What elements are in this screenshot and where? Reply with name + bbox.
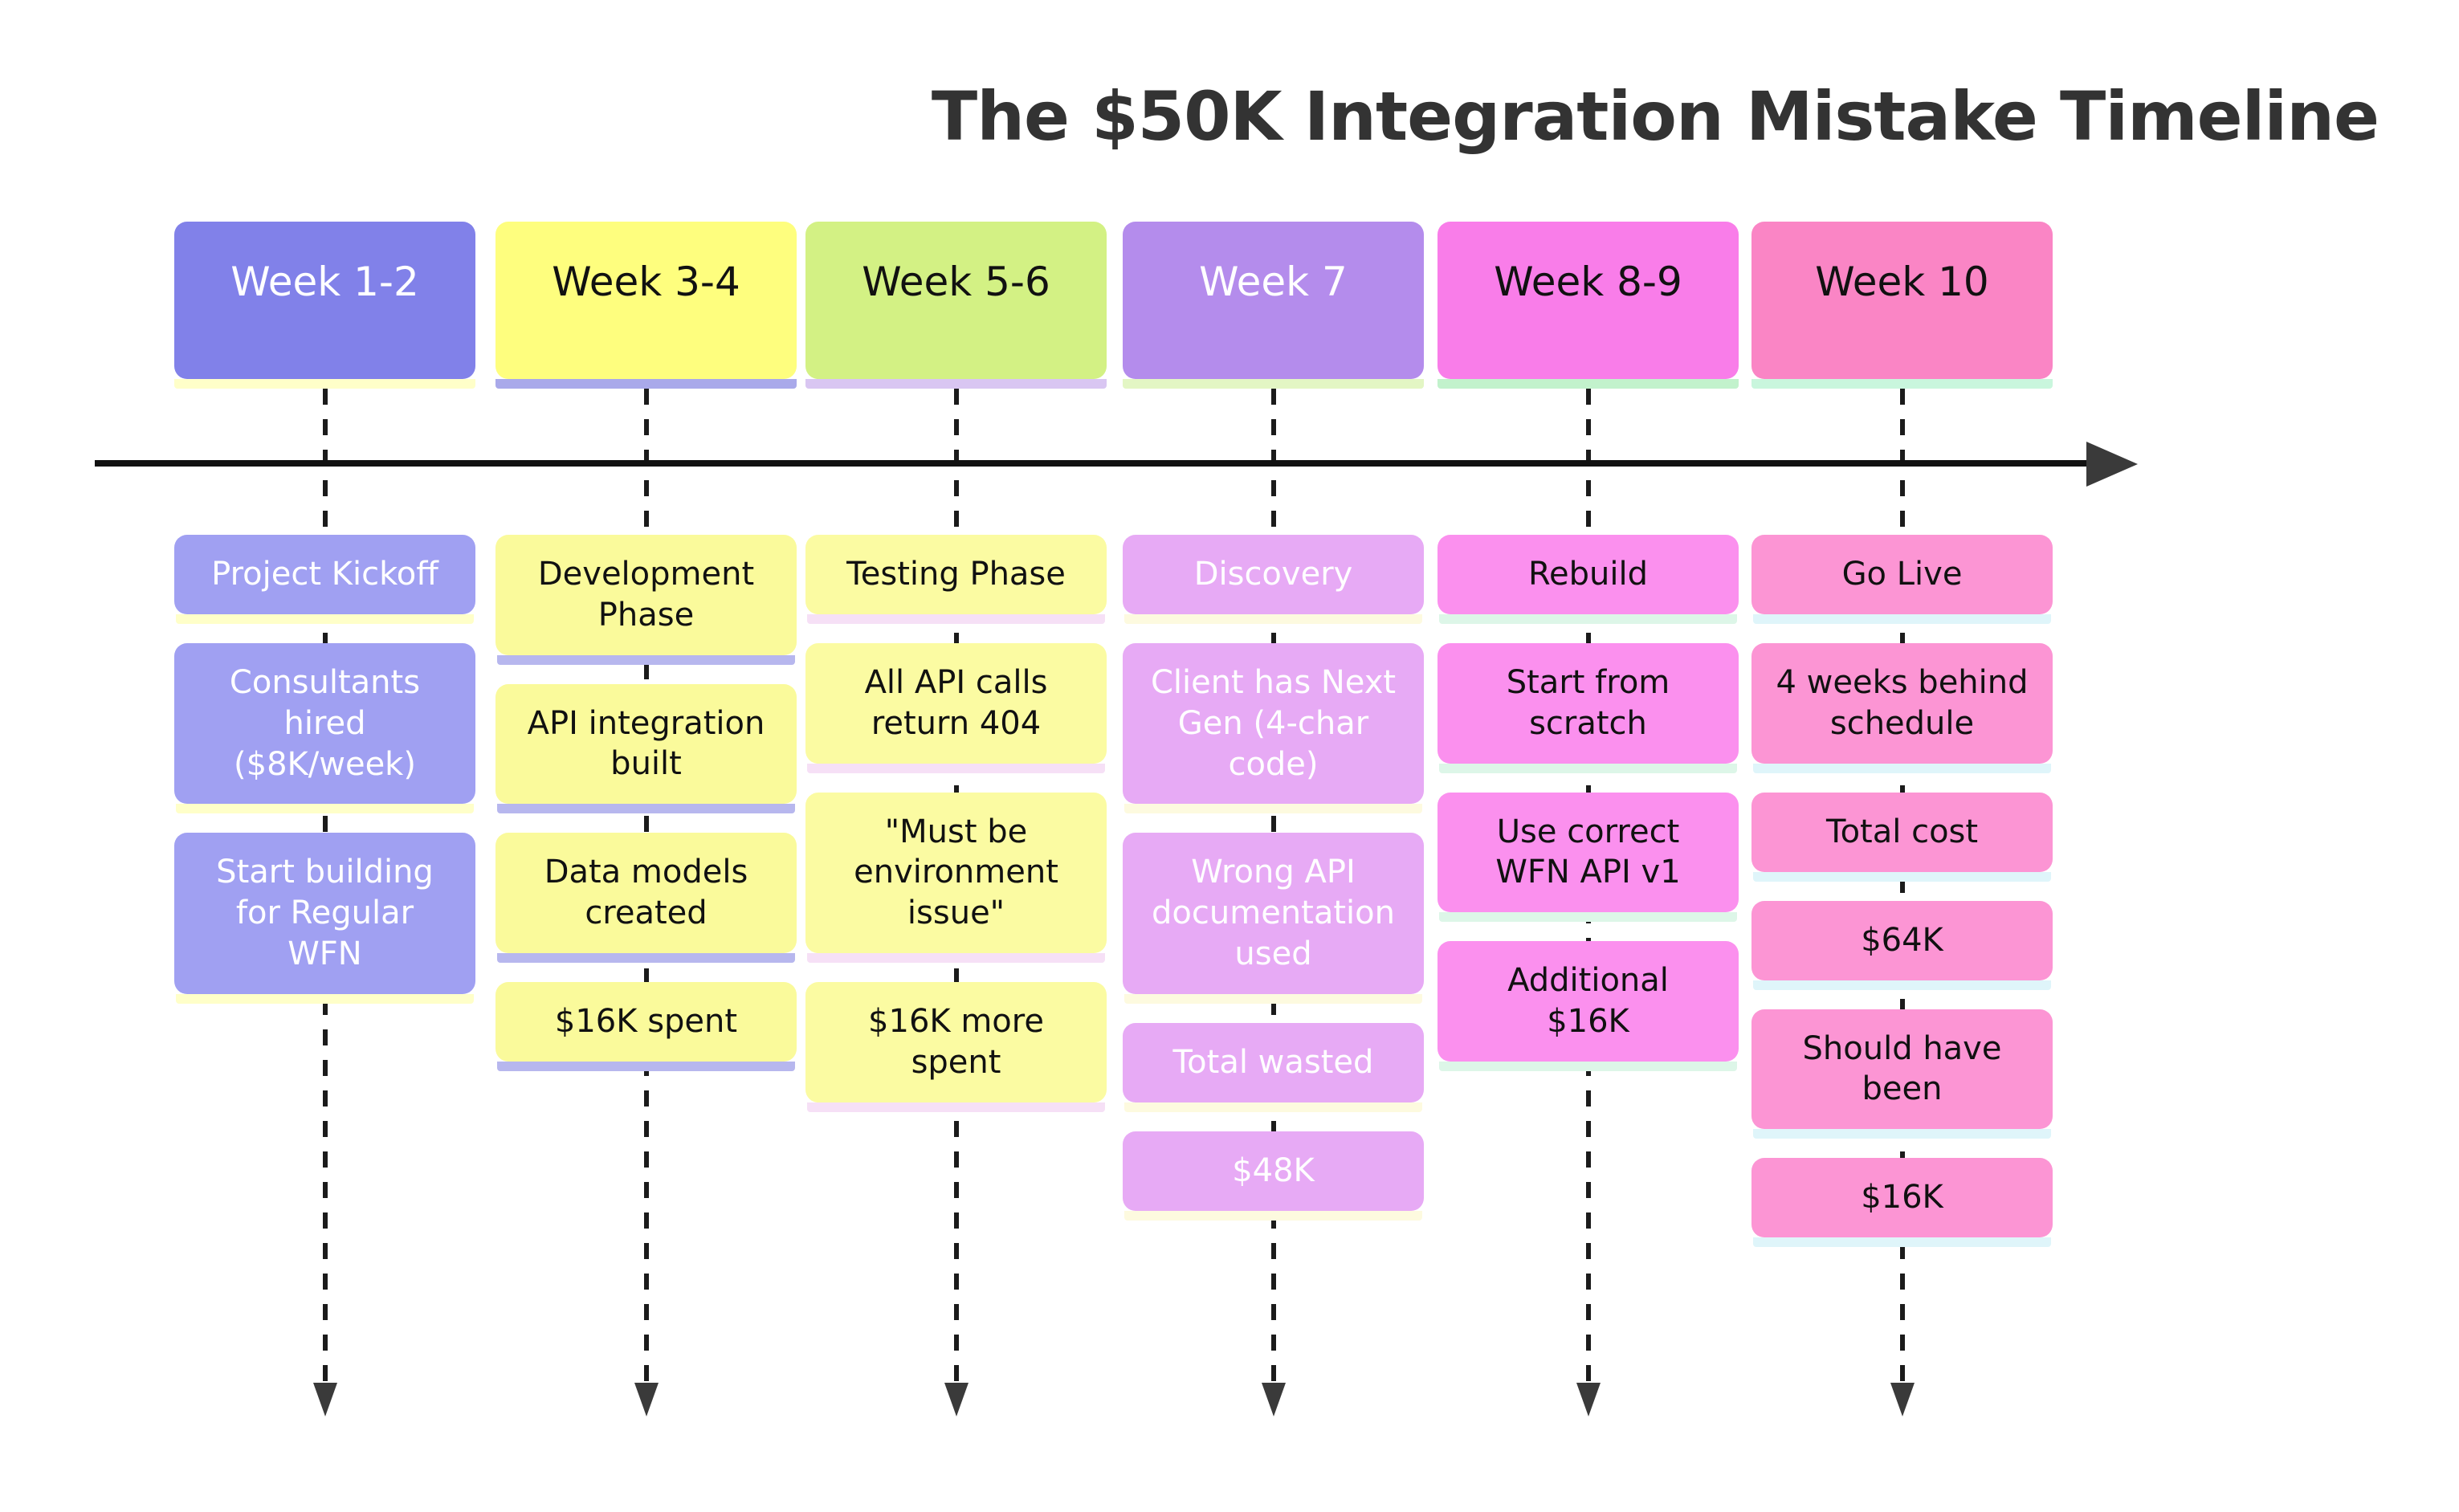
period-label: Week 5-6 [862, 259, 1050, 305]
event-card: Wrong API documentation used [1123, 833, 1424, 1005]
period-header: Week 7 [1123, 222, 1424, 389]
event-card: Use correct WFN API v1 [1437, 792, 1739, 922]
event-card: Should have been [1751, 1009, 2053, 1139]
event-card: $48K [1123, 1131, 1424, 1221]
event-card: Go Live [1751, 535, 2053, 624]
period-label: Week 3-4 [552, 259, 740, 305]
event-card: $64K [1751, 900, 2053, 990]
event-card: "Must be environment issue" [805, 792, 1107, 964]
event-card: All API calls return 404 [805, 643, 1107, 773]
period-label: Week 8-9 [1494, 259, 1682, 305]
period-header: Week 1-2 [174, 222, 475, 389]
event-card: 4 weeks behind schedule [1751, 643, 2053, 773]
period-header: Week 8-9 [1437, 222, 1739, 389]
down-arrow-icon [634, 1383, 659, 1416]
page-title: The $50K Integration Mistake Timeline [931, 77, 2379, 156]
period-label: Week 10 [1815, 259, 1989, 305]
down-arrow-icon [1890, 1383, 1915, 1416]
down-arrow-icon [1576, 1383, 1601, 1416]
period-label: Week 1-2 [230, 259, 419, 305]
event-card: Total wasted [1123, 1022, 1424, 1112]
event-card: Additional $16K [1437, 941, 1739, 1071]
timeline-axis [95, 460, 2088, 467]
event-card: Development Phase [495, 535, 797, 665]
event-card: Client has Next Gen (4-char code) [1123, 643, 1424, 814]
event-card: Data models created [495, 833, 797, 963]
event-card: Discovery [1123, 535, 1424, 624]
period-header: Week 5-6 [805, 222, 1107, 389]
dashed-connector [1899, 389, 1905, 1388]
down-arrow-icon [944, 1383, 969, 1416]
event-card: Rebuild [1437, 535, 1739, 624]
event-card: Start from scratch [1437, 643, 1739, 773]
event-card: Total cost [1751, 792, 2053, 882]
event-card: API integration built [495, 683, 797, 813]
event-card: $16K spent [495, 981, 797, 1071]
down-arrow-icon [312, 1383, 337, 1416]
event-card: Project Kickoff [174, 535, 475, 624]
period-label: Week 7 [1199, 259, 1348, 305]
event-card: Start building for Regular WFN [174, 833, 475, 1005]
down-arrow-icon [1261, 1383, 1286, 1416]
period-header: Week 3-4 [495, 222, 797, 389]
period-header: Week 10 [1751, 222, 2053, 389]
event-card: Testing Phase [805, 535, 1107, 624]
event-card: $16K more spent [805, 981, 1107, 1112]
axis-arrowhead-icon [2086, 442, 2138, 487]
event-card: $16K [1751, 1158, 2053, 1248]
event-card: Consultants hired ($8K/week) [174, 643, 475, 814]
